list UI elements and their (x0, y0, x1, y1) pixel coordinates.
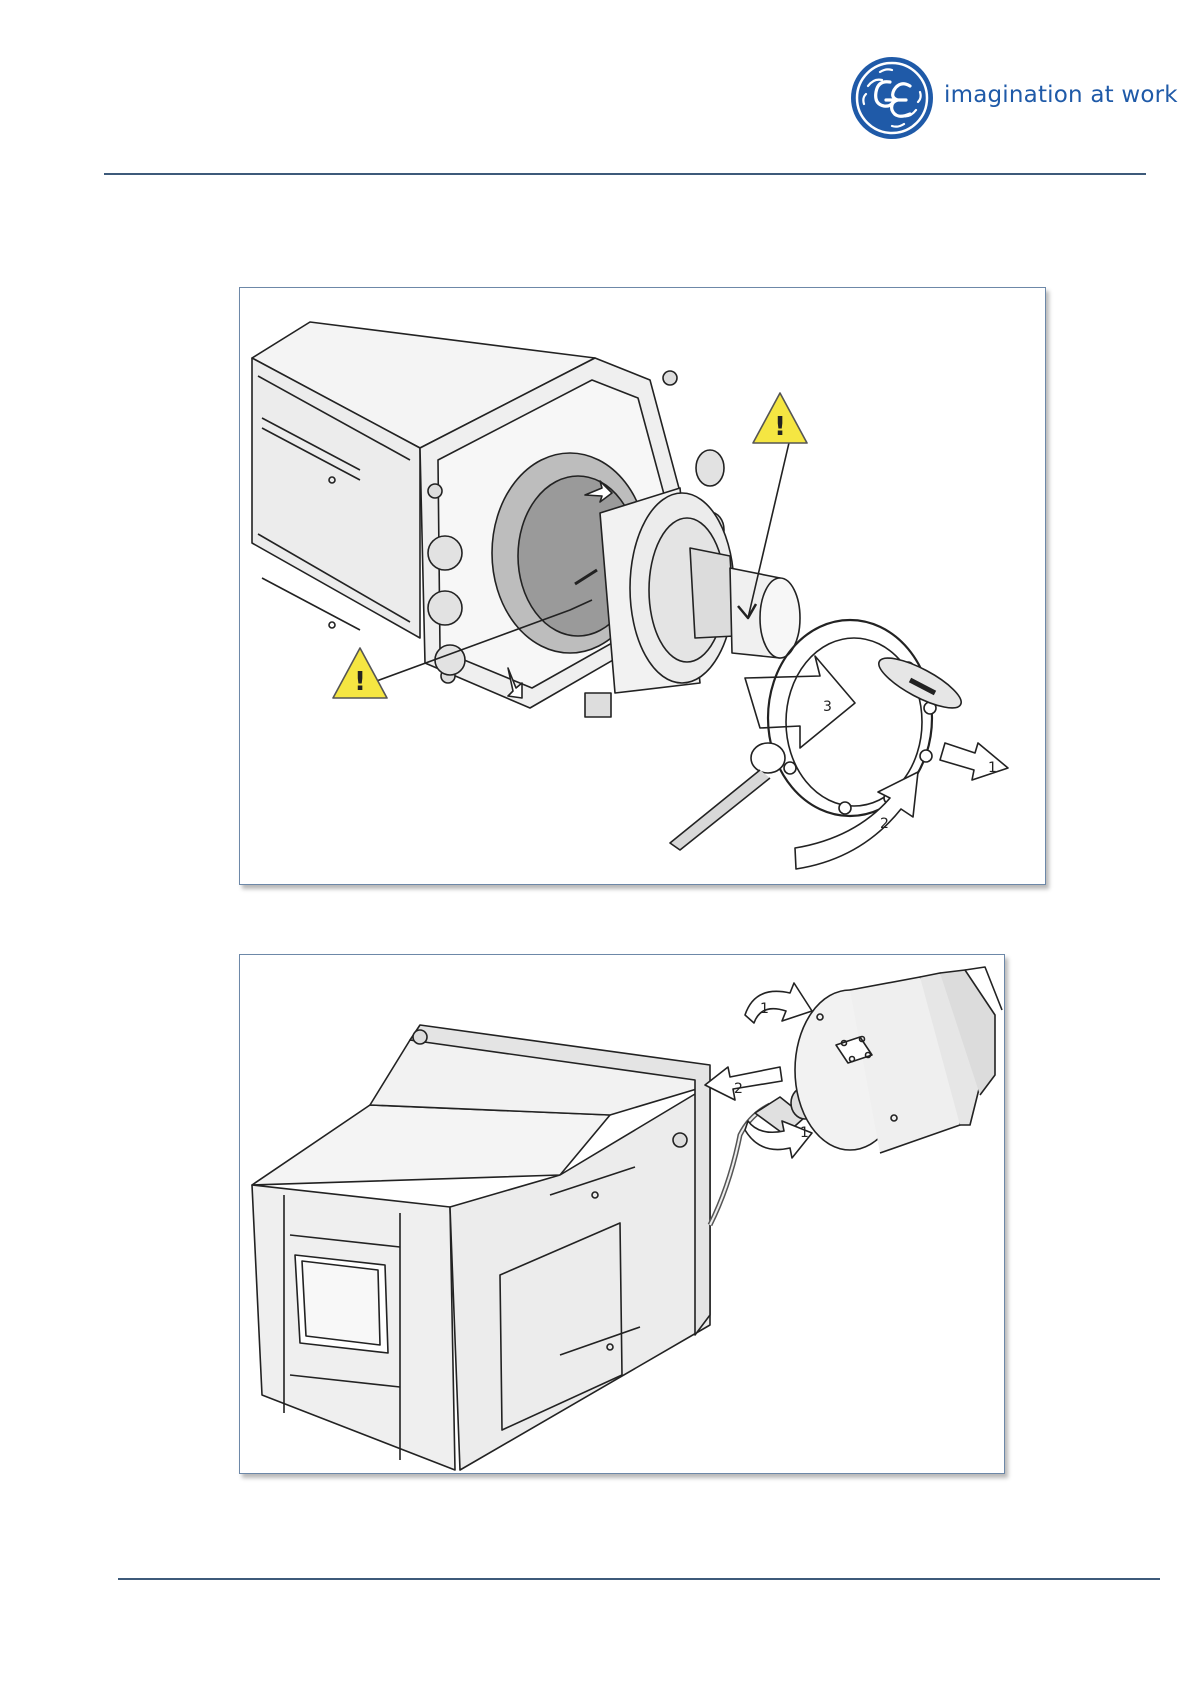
footer-divider (118, 1578, 1160, 1580)
sensor-cable-disconnect-illustration: 1 2 1 (240, 955, 1004, 1473)
sensor-removal-figure: ! ! 3 2 1 (239, 287, 1046, 885)
header-divider (104, 173, 1146, 175)
callout-3: 3 (823, 699, 832, 715)
ge-logo (850, 56, 934, 140)
sensor-cable-disconnect-figure: 1 2 1 (239, 954, 1005, 1474)
callout-2: 2 (880, 816, 889, 832)
sensor-removal-illustration: ! ! 3 2 1 (240, 288, 1045, 884)
tagline: imagination at work (944, 82, 1178, 108)
callout-1-top: 1 (760, 1001, 769, 1017)
callout-2: 2 (734, 1081, 743, 1097)
warning-icon: ! (774, 412, 786, 442)
callout-1: 1 (988, 760, 997, 776)
ge-monogram-icon (850, 56, 934, 140)
callout-1-bottom: 1 (800, 1125, 809, 1141)
warning-icon: ! (354, 667, 366, 697)
